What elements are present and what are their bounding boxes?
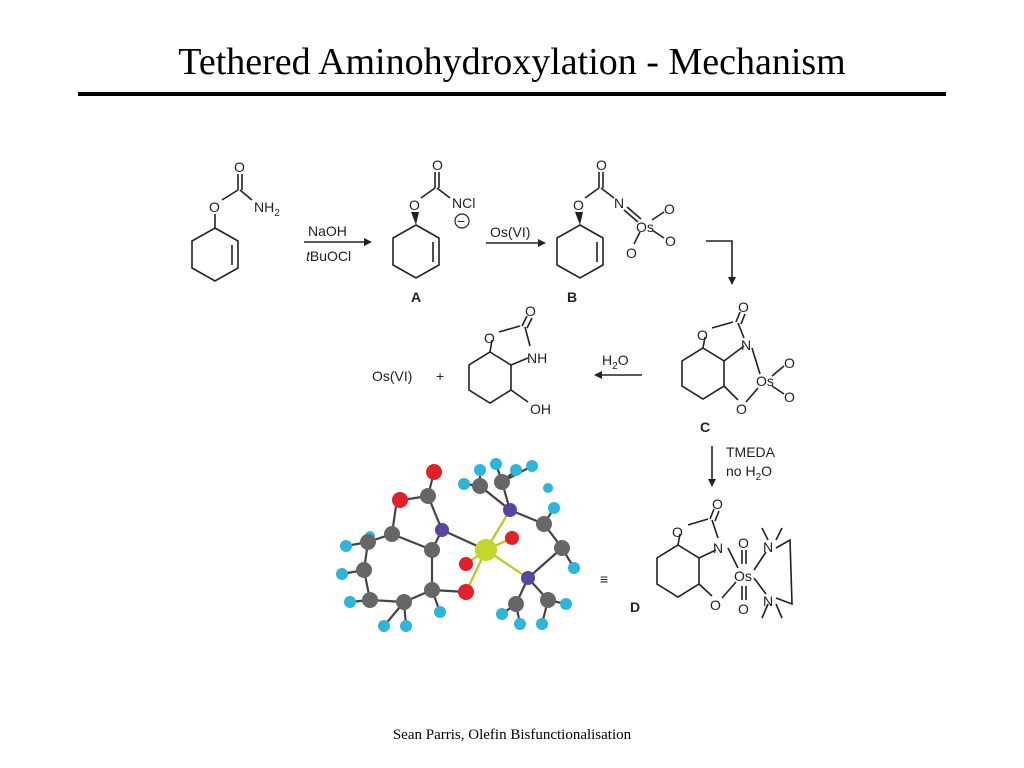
reaction-arrow-4: TMEDA no H2O — [708, 444, 776, 487]
reagent-label: TMEDA — [726, 444, 776, 460]
compound-label-d: D — [630, 599, 640, 615]
atom-label: O — [712, 496, 723, 512]
intermediate-b: O O N Os O O O B — [556, 157, 676, 305]
atom-label: O — [626, 245, 637, 261]
atom-label: N — [614, 195, 624, 211]
compound-label-b: B — [567, 289, 577, 305]
byproduct-label: Os(VI) — [372, 368, 412, 384]
model-carbon-atoms — [356, 474, 570, 612]
title-divider — [78, 92, 946, 96]
atom-label: O — [409, 197, 420, 213]
atom-label: O — [432, 157, 443, 173]
atom-label: O — [664, 201, 675, 217]
atom-label: NH — [527, 350, 547, 366]
atom-label: O — [784, 389, 795, 405]
reaction-arrow-2: Os(VI) — [486, 224, 546, 247]
atom-label: OH — [530, 401, 551, 417]
reaction-arrow-3: H2O — [594, 352, 642, 379]
atom-label: O — [525, 303, 536, 319]
atom-label: O — [738, 299, 749, 315]
atom-label: O — [736, 401, 747, 417]
atom-label: O — [738, 535, 749, 551]
atom-label: O — [596, 157, 607, 173]
reagent-label: Os(VI) — [490, 224, 530, 240]
atom-label: O — [234, 159, 245, 175]
atom-label: O — [672, 524, 683, 540]
plus-sign: + — [436, 368, 444, 384]
atom-label: O — [697, 327, 708, 343]
atom-label: O — [573, 197, 584, 213]
slide-footer: Sean Parris, Olefin Bisfunctionalisation — [392, 727, 632, 743]
reaction-arrow-1: NaOH tBuOCl — [304, 223, 372, 264]
atom-label: O — [665, 233, 676, 249]
ball-and-stick-model — [336, 458, 580, 632]
intermediate-a: O O NCl − A — [392, 157, 475, 305]
reagent-label: no H2O — [726, 463, 772, 483]
compound-label-c: C — [700, 419, 710, 435]
equivalence-sign: ≡ — [600, 571, 608, 587]
charge-label: − — [457, 213, 465, 229]
atom-label: O — [710, 597, 721, 613]
atom-label: N — [713, 540, 723, 556]
reaction-arrow-bent — [706, 240, 736, 285]
atom-label: Os — [734, 568, 752, 584]
atom-label: O — [209, 199, 220, 215]
intermediate-c: O O N Os O O O C — [681, 299, 795, 435]
atom-label: NCl — [452, 195, 475, 211]
atom-label: O — [784, 355, 795, 371]
reagent-label: NaOH — [308, 223, 347, 239]
atom-label: N — [763, 539, 773, 555]
atom-label: NH2 — [254, 199, 280, 219]
atom-label: O — [738, 601, 749, 617]
model-osmium-atom — [475, 539, 497, 561]
atom-label: Os — [756, 373, 774, 389]
model-nitrogen-atoms — [435, 503, 535, 585]
atom-label: N — [763, 593, 773, 609]
complex-d: O O N Os O O O N N D ≡ — [600, 496, 793, 619]
reagent-label: H2O — [602, 352, 629, 372]
amino-alcohol-product: O O NH OH Os(VI) + — [372, 303, 551, 417]
atom-label: O — [484, 330, 495, 346]
starting-material: O O NH2 — [191, 159, 280, 282]
atom-label: Os — [636, 219, 654, 235]
slide-title: Tethered Aminohydroxylation - Mechanism — [178, 41, 846, 83]
model-oxygen-atoms — [392, 464, 519, 600]
reagent-label: tBuOCl — [306, 248, 351, 264]
compound-label-a: A — [411, 289, 421, 305]
atom-label: N — [741, 337, 751, 353]
